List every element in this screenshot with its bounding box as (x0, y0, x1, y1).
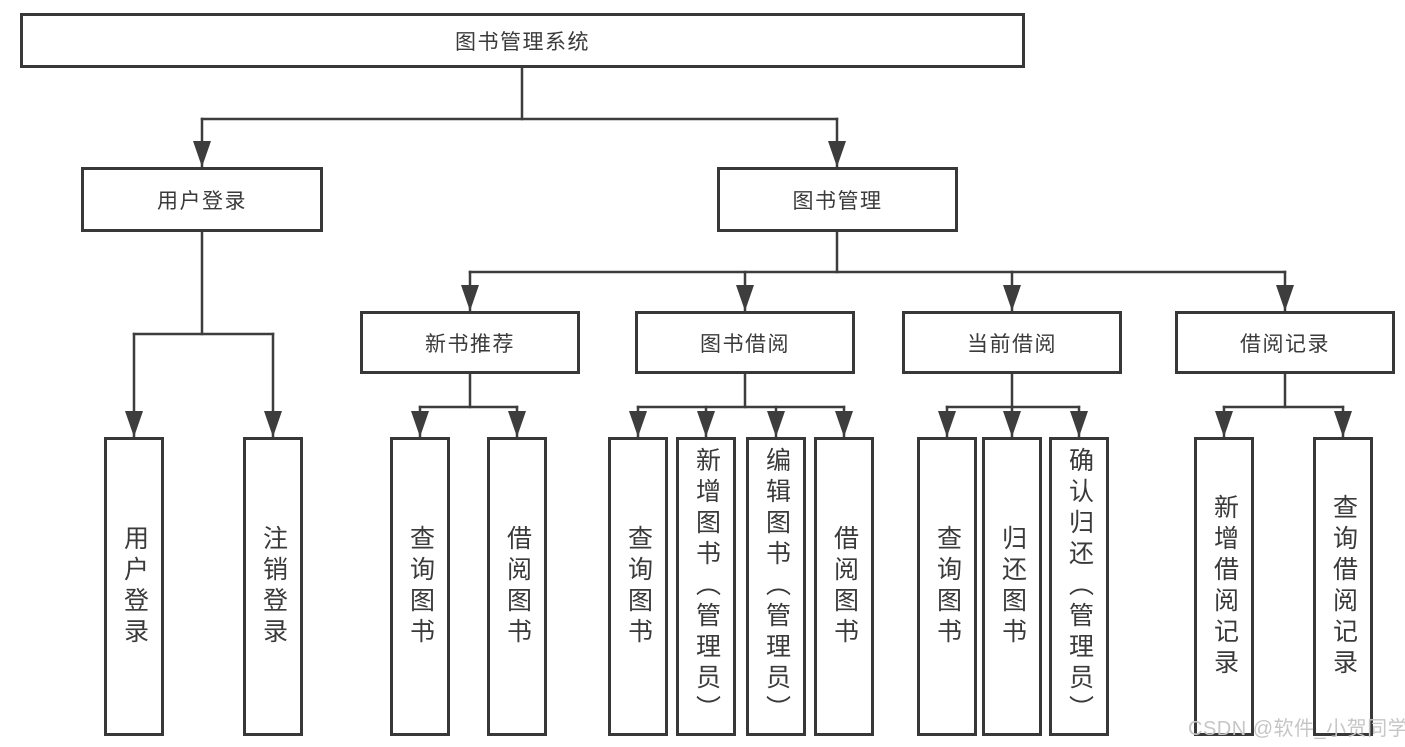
node-label: 图书管理系统 (455, 30, 590, 54)
leaf-label: 查询图书 (406, 524, 435, 649)
leaf-add-books-admin: 新增图书（管理员） (676, 437, 736, 736)
node-new-book-recommendation: 新书推荐 (360, 311, 580, 374)
leaf-borrow-books-borrowing: 借阅图书 (814, 437, 874, 736)
leaf-edit-books-admin: 编辑图书（管理员） (746, 437, 806, 736)
leaf-return-books: 归还图书 (982, 437, 1042, 736)
leaf-label: 查询图书 (624, 524, 653, 649)
leaf-label: 注销登录 (259, 524, 288, 649)
leaf-label: 编辑图书（管理员） (762, 447, 791, 726)
leaf-confirm-return-admin: 确认归还（管理员） (1049, 437, 1109, 736)
node-label: 用户登录 (157, 189, 247, 213)
leaf-query-books-recommend: 查询图书 (390, 437, 450, 736)
node-user-login: 用户登录 (81, 167, 323, 232)
leaf-label: 查询借阅记录 (1329, 493, 1358, 680)
leaf-label: 新增图书（管理员） (692, 447, 721, 726)
leaf-add-borrow-record: 新增借阅记录 (1194, 437, 1254, 736)
leaf-query-borrow-record: 查询借阅记录 (1313, 437, 1373, 736)
leaf-logout-login: 注销登录 (243, 437, 303, 736)
node-library-management-system: 图书管理系统 (20, 13, 1025, 68)
leaf-user-login: 用户登录 (104, 437, 164, 736)
leaf-label: 借阅图书 (503, 524, 532, 649)
node-label: 当前借阅 (967, 332, 1057, 356)
node-label: 新书推荐 (425, 332, 515, 356)
node-book-borrowing: 图书借阅 (635, 311, 855, 374)
node-label: 图书管理 (792, 189, 883, 213)
leaf-label: 归还图书 (998, 524, 1027, 649)
node-borrowing-records: 借阅记录 (1175, 311, 1395, 374)
tree-edges (125, 66, 1352, 438)
node-current-borrowing: 当前借阅 (902, 311, 1122, 374)
leaf-borrow-books-recommend: 借阅图书 (487, 437, 547, 736)
node-label: 借阅记录 (1240, 332, 1330, 356)
leaf-label: 查询图书 (933, 524, 962, 649)
leaf-label: 确认归还（管理员） (1065, 447, 1094, 726)
node-label: 图书借阅 (700, 332, 790, 356)
watermark: CSDN @软件_小贺同学 (1188, 718, 1405, 740)
leaf-label: 用户登录 (120, 524, 149, 649)
leaf-label: 新增借阅记录 (1210, 493, 1239, 680)
leaf-query-books-borrowing: 查询图书 (608, 437, 668, 736)
leaf-label: 借阅图书 (830, 524, 859, 649)
node-book-management: 图书管理 (717, 167, 958, 232)
leaf-query-books-current: 查询图书 (917, 437, 977, 736)
